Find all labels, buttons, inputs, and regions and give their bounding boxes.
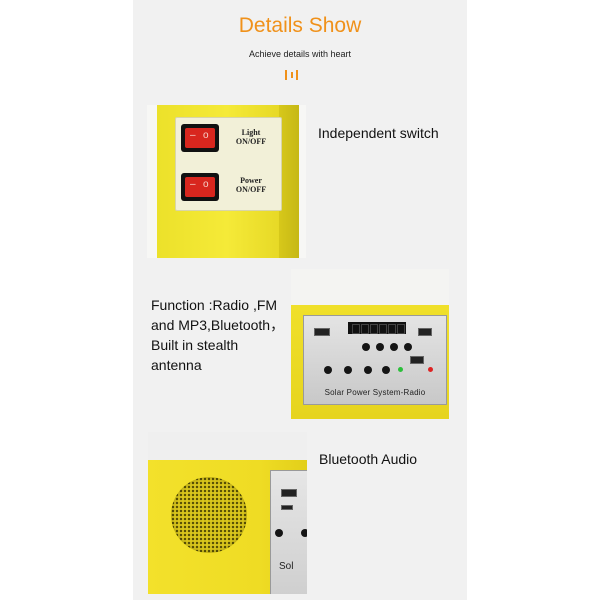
light-switch-label: Light ON/OFF: [235, 128, 267, 146]
switch-photo: –o Light ON/OFF –o Power ON/OFF: [147, 105, 306, 258]
usb-port-icon: [281, 489, 297, 497]
charge-led-icon: [428, 367, 433, 372]
power-switch-icon: –o: [181, 173, 219, 201]
card-slot-icon: [281, 505, 293, 510]
button-knob-icon: [364, 366, 372, 374]
panel-caption: Solar Power System-Radio: [324, 388, 426, 397]
lcd-display: [348, 322, 406, 334]
button-knob-icon: [376, 343, 384, 351]
radio-panel-photo: Solar Power System-Radio: [291, 269, 449, 419]
section-label-switch: Independent switch: [318, 125, 439, 141]
page-title: Details Show: [238, 14, 362, 37]
button-knob-icon: [275, 529, 283, 537]
usb-port-icon: [314, 328, 330, 336]
speaker-photo: Sol: [148, 432, 307, 594]
panel-caption: Sol: [279, 561, 294, 572]
button-knob-icon: [390, 343, 398, 351]
light-switch-icon: –o: [181, 124, 219, 152]
button-knob-icon: [404, 343, 412, 351]
usb-port-icon: [410, 356, 424, 364]
speaker-grill-icon: [171, 477, 247, 553]
power-led-icon: [398, 367, 403, 372]
button-knob-icon: [362, 343, 370, 351]
button-knob-icon: [382, 366, 390, 374]
section-label-audio: Bluetooth Audio: [319, 451, 418, 467]
section-label-function: Function :Radio ,FM and MP3,Bluetooth， B…: [151, 297, 285, 373]
button-knob-icon: [324, 366, 332, 374]
button-knob-icon: [301, 529, 307, 537]
decoration-mark-icon: [285, 70, 301, 82]
button-knob-icon: [344, 366, 352, 374]
page-subtitle: Achieve details with heart: [248, 49, 352, 59]
power-switch-label: Power ON/OFF: [235, 176, 267, 194]
usb-port-icon: [418, 328, 432, 336]
